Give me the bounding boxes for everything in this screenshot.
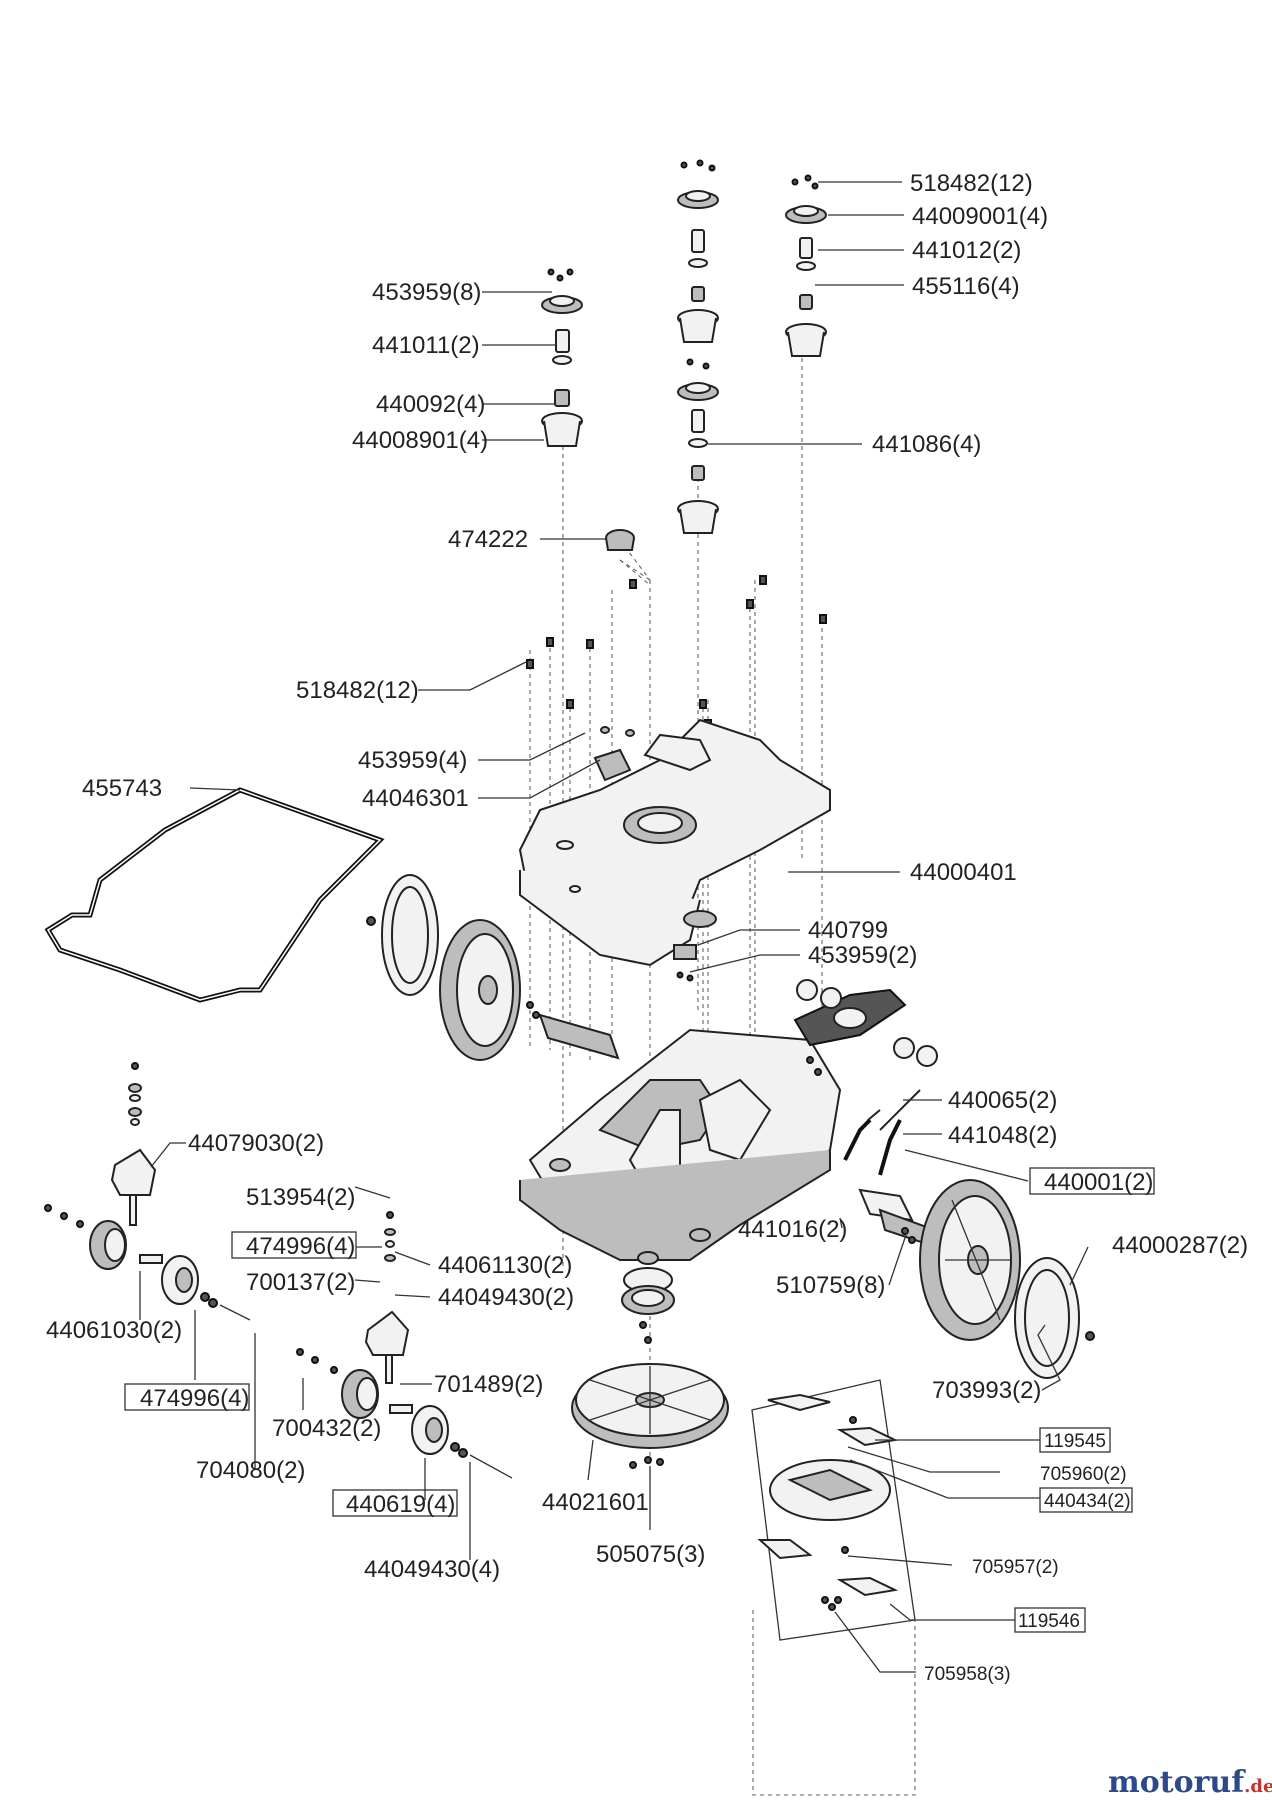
label-44008901-4: 44008901(4)	[352, 427, 488, 454]
height-adjust-stack-left	[541, 268, 583, 447]
label-704080-2: 704080(2)	[196, 1457, 305, 1484]
height-adjust-stack-right	[785, 174, 827, 357]
label-44009001-4: 44009001(4)	[912, 203, 1048, 230]
label-705960-2: 705960(2)	[1040, 1464, 1127, 1485]
label-441048-2: 441048(2)	[948, 1122, 1057, 1149]
label-44000287-2: 44000287(2)	[1112, 1232, 1248, 1259]
label-440065-2: 440065(2)	[948, 1087, 1057, 1114]
svg-text:motoruf.de: motoruf.de	[1108, 1765, 1272, 1800]
label-44061130-2: 44061130(2)	[438, 1252, 572, 1279]
label-453959-2: 453959(2)	[808, 942, 917, 969]
label-boxes	[124, 1167, 1155, 1633]
label-700137-2: 700137(2)	[246, 1269, 355, 1296]
label-474996-4-a: 474996(4)	[246, 1233, 355, 1260]
label-44049430-4: 44049430(4)	[364, 1556, 500, 1583]
label-44021601: 44021601	[542, 1489, 649, 1516]
label-441011-2: 441011(2)	[372, 332, 480, 359]
label-455116-4: 455116(4)	[912, 273, 1020, 300]
cutting-disc	[571, 1251, 729, 1469]
label-44061030-2: 44061030(2)	[46, 1317, 182, 1344]
top-cover	[518, 718, 831, 967]
boundary-wire-loop	[44, 787, 385, 1003]
label-44000401: 44000401	[910, 859, 1017, 886]
screws-body	[526, 575, 827, 729]
label-453959-8: 453959(8)	[372, 279, 481, 306]
label-474222: 474222	[448, 526, 528, 553]
label-44046301: 44046301	[362, 785, 469, 812]
label-453959-4: 453959(4)	[358, 747, 467, 774]
label-441086-4: 441086(4)	[872, 431, 981, 458]
front-castor-center	[296, 1211, 513, 1479]
label-701489-2: 701489(2)	[434, 1371, 543, 1398]
brand-main: motoruf	[1108, 1765, 1246, 1800]
blade-kit	[751, 1379, 916, 1641]
label-440092-4: 440092(4)	[376, 391, 485, 418]
label-440799: 440799	[808, 917, 888, 944]
label-703993-2: 703993(2)	[932, 1377, 1041, 1404]
label-510759-8: 510759(8)	[776, 1272, 885, 1299]
label-441016-2: 441016(2)	[738, 1216, 847, 1243]
height-adjust-stack-center	[677, 159, 719, 534]
motor-bracket	[793, 979, 938, 1076]
label-505075-3: 505075(3)	[596, 1541, 705, 1568]
drive-wheel-right	[919, 1179, 1095, 1379]
label-705958-3: 705958(3)	[924, 1664, 1011, 1685]
chassis	[519, 1028, 842, 1261]
label-44049430-2: 44049430(2)	[438, 1284, 574, 1311]
label-440434-2: 440434(2)	[1044, 1491, 1131, 1512]
label-44079030-2: 44079030(2)	[188, 1130, 324, 1157]
label-455743: 455743	[82, 775, 162, 802]
label-474996-4-b: 474996(4)	[140, 1385, 249, 1412]
front-castor-left	[44, 1062, 251, 1321]
label-518482-12-top: 518482(12)	[910, 170, 1033, 197]
label-440619-4: 440619(4)	[346, 1491, 455, 1518]
part-number-labels: 518482(12) 44009001(4) 441012(2) 455116(…	[46, 170, 1248, 1685]
leader-lines	[139, 181, 1089, 1673]
label-518482-12-mid: 518482(12)	[296, 677, 419, 704]
label-440001-2: 440001(2)	[1044, 1169, 1153, 1196]
label-705957-2: 705957(2)	[972, 1557, 1059, 1578]
contact-bracket	[673, 944, 697, 982]
label-119546: 119546	[1018, 1611, 1080, 1632]
height-knob	[605, 529, 635, 551]
drive-wheel-left	[366, 874, 620, 1061]
watermark: motoruf.de	[1108, 1765, 1272, 1800]
label-119545: 119545	[1044, 1431, 1106, 1452]
label-513954-2: 513954(2)	[246, 1184, 355, 1211]
label-441012-2: 441012(2)	[912, 237, 1021, 264]
brand-tld: .de	[1244, 1776, 1272, 1797]
label-700432-2: 700432(2)	[272, 1415, 381, 1442]
